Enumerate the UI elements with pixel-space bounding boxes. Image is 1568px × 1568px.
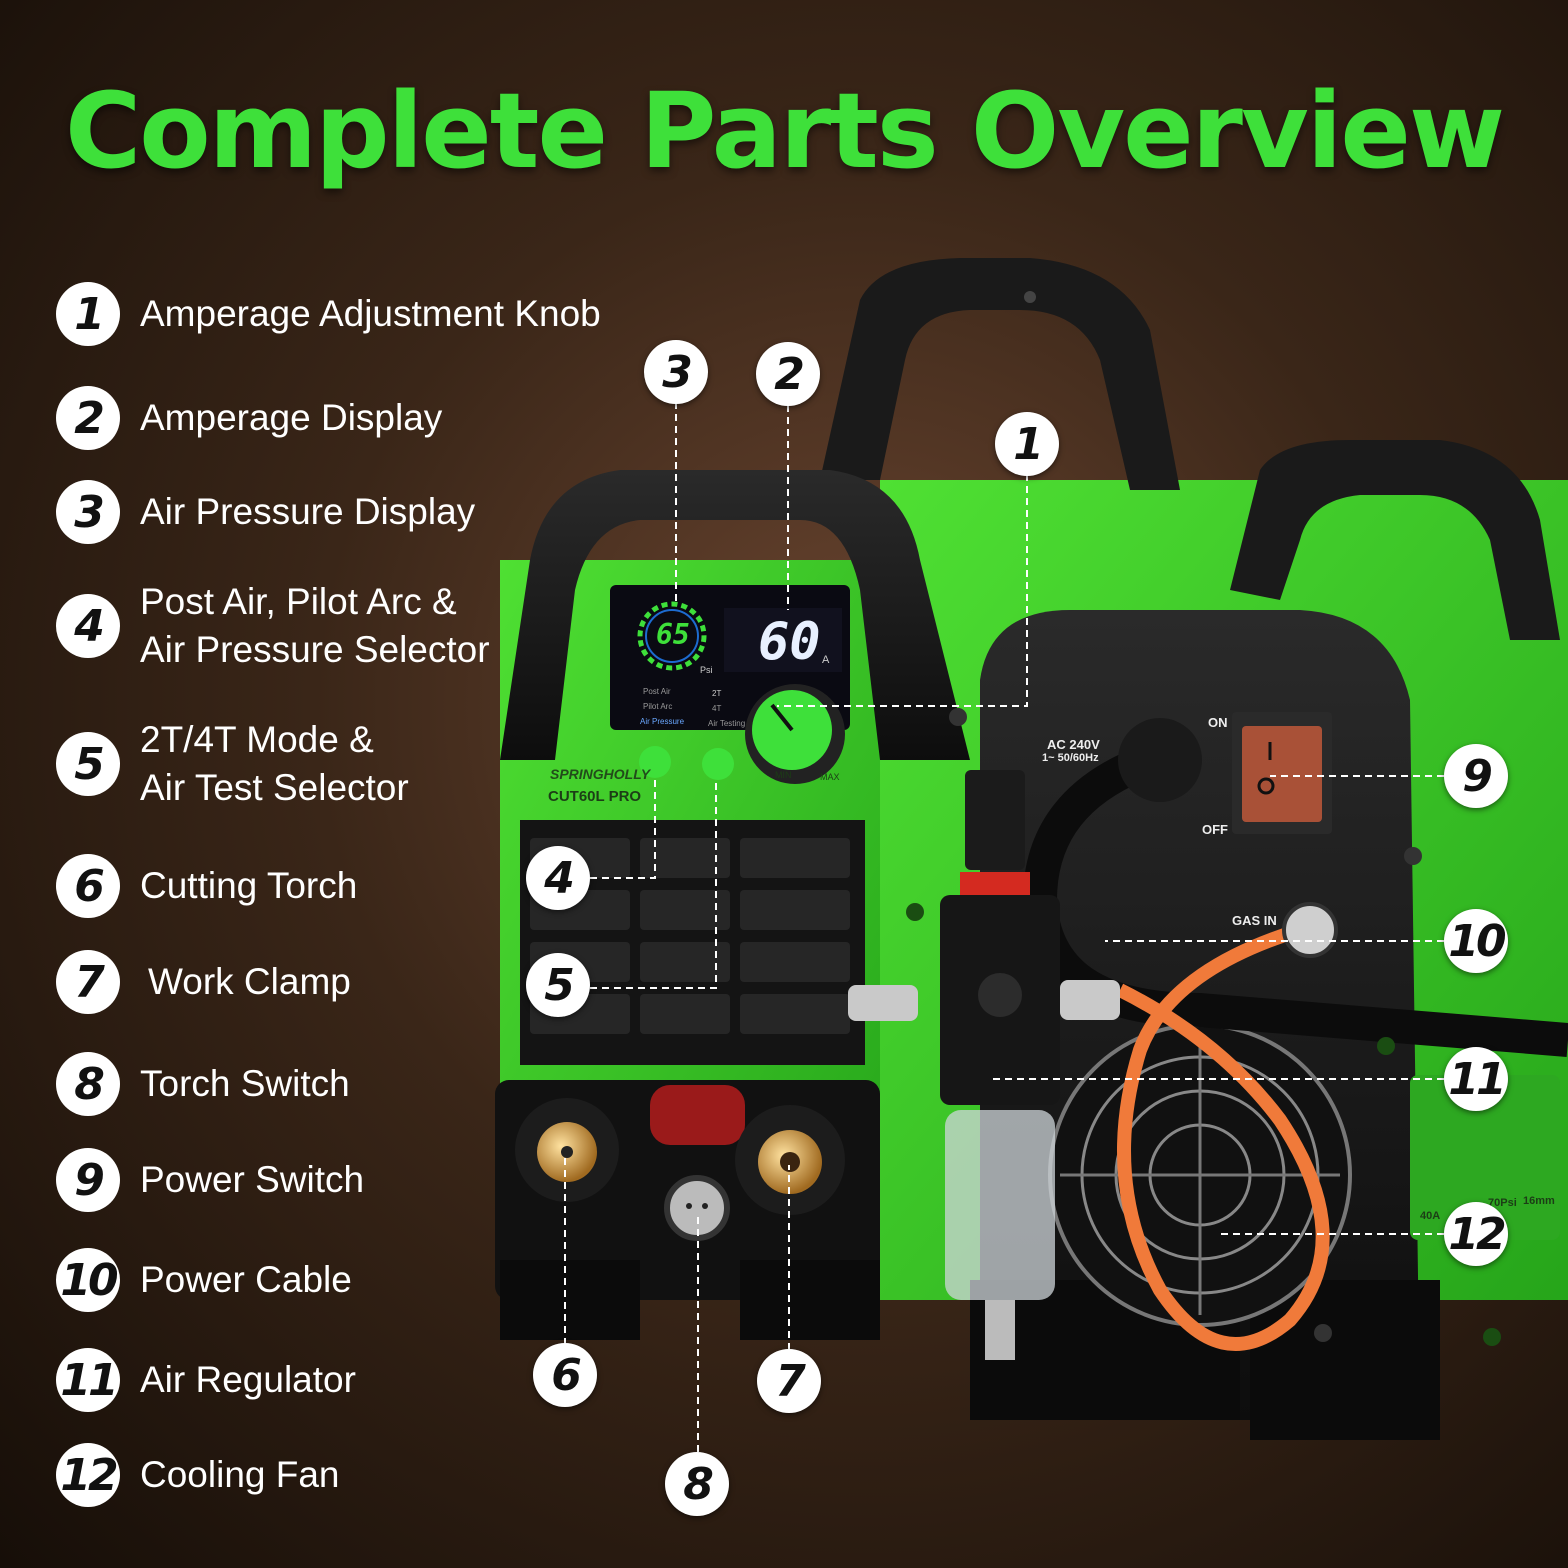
legend-label: 2T/4T Mode & Air Test Selector <box>140 716 409 812</box>
page-title: Complete Parts Overview <box>64 70 1505 192</box>
legend-label: Air Regulator <box>140 1359 356 1400</box>
knob-max-label: MAX <box>820 772 840 782</box>
callout-6: 6 <box>533 1343 597 1407</box>
legend-label-line: Air Pressure Selector <box>140 629 490 670</box>
legend-number: 7 <box>56 950 120 1014</box>
front-handle <box>820 258 1180 490</box>
callout-9: 9 <box>1444 744 1508 808</box>
air-regulator-knob <box>965 770 1025 870</box>
legend-label: Post Air, Pilot Arc & Air Pressure Selec… <box>140 578 490 674</box>
legend-item-7: 7 Work Clamp <box>56 950 351 1014</box>
legend-label: Power Switch <box>140 1159 365 1200</box>
pressure-readout: 65 <box>656 618 690 651</box>
legend-item-9: 9 Power Switch <box>56 1148 364 1212</box>
legend-number: 4 <box>56 594 120 658</box>
menu-air-pressure: Air Pressure <box>640 717 685 726</box>
legend-item-6: 6 Cutting Torch <box>56 854 357 918</box>
model-name: CUT60L PRO <box>548 788 642 805</box>
legend-number: 2 <box>56 386 120 450</box>
water-trap <box>945 1110 1055 1300</box>
callout-11: 11 <box>1444 1047 1508 1111</box>
gas-in-label: GAS IN <box>1232 913 1277 928</box>
callout-7: 7 <box>757 1349 821 1413</box>
legend-label: Torch Switch <box>140 1063 350 1104</box>
legend-number: 12 <box>56 1443 120 1507</box>
leader-4 <box>590 780 656 879</box>
legend-number: 6 <box>56 854 120 918</box>
amperage-readout: 60 <box>758 612 821 672</box>
menu-pilot-arc: Pilot Arc <box>643 702 673 711</box>
spec-16mm: 16mm <box>1523 1195 1555 1207</box>
callout-8: 8 <box>665 1452 729 1516</box>
callout-4: 4 <box>526 846 590 910</box>
legend-item-3: 3 Air Pressure Display <box>56 480 475 544</box>
legend-number: 5 <box>56 732 120 796</box>
pressure-gauge-ring <box>637 601 707 671</box>
legend-number: 9 <box>56 1148 120 1212</box>
power-switch <box>1242 726 1322 822</box>
legend-label: Cutting Torch <box>140 865 358 906</box>
menu-4t: 4T <box>712 704 722 713</box>
legend-label-line: 2T/4T Mode & <box>140 719 374 760</box>
gas-inlet-fitting <box>1282 902 1338 958</box>
rear-handle <box>1230 440 1560 640</box>
legend-number: 1 <box>56 282 120 346</box>
knob-min-label: MIN <box>775 770 792 780</box>
legend-label: Power Cable <box>140 1259 352 1300</box>
legend-label-line: Air Test Selector <box>140 767 409 808</box>
legend-item-10: 10 Power Cable <box>56 1248 352 1312</box>
callout-10: 10 <box>1444 909 1508 973</box>
legend-label-line: Post Air, Pilot Arc & <box>140 581 457 622</box>
legend-label: Air Pressure Display <box>140 491 476 532</box>
legend-item-11: 11 Air Regulator <box>56 1348 356 1412</box>
front-bezel <box>500 470 970 760</box>
legend-item-2: 2 Amperage Display <box>56 386 442 450</box>
torch-switch-socket <box>664 1175 730 1241</box>
leader-1 <box>777 474 1028 707</box>
spec-70psi: 70Psi <box>1488 1197 1517 1209</box>
legend-label: Amperage Adjustment Knob <box>140 293 601 334</box>
rear-frequency-label: 1~ 50/60Hz <box>1042 752 1099 764</box>
legend-item-1: 1 Amperage Adjustment Knob <box>56 282 601 346</box>
callout-5: 5 <box>526 953 590 1017</box>
switch-on-label: ON <box>1208 715 1228 730</box>
menu-air-testing: Air Testing <box>708 719 746 728</box>
legend-label: Amperage Display <box>140 397 443 438</box>
legend-number: 11 <box>56 1348 120 1412</box>
legend-label: Work Clamp <box>148 961 351 1002</box>
legend-item-5: 5 2T/4T Mode & Air Test Selector <box>56 716 409 812</box>
legend-item-8: 8 Torch Switch <box>56 1052 350 1116</box>
selector-button-4 <box>639 746 671 778</box>
brand-logo: SPRINGHOLLY <box>550 766 651 782</box>
air-hose <box>1116 923 1330 1351</box>
spec-40a: 40A <box>1420 1210 1441 1222</box>
spec-label-panel <box>1410 1075 1560 1240</box>
switch-off-label: OFF <box>1202 822 1228 837</box>
legend-item-4: 4 Post Air, Pilot Arc & Air Pressure Sel… <box>56 578 490 674</box>
callout-3: 3 <box>644 340 708 404</box>
callout-1: 1 <box>995 412 1059 476</box>
menu-2t: 2T <box>712 689 722 698</box>
red-cap <box>650 1085 745 1145</box>
legend-number: 3 <box>56 480 120 544</box>
rear-voltage-label: AC 240V <box>1047 737 1100 752</box>
pressure-unit: Psi <box>700 665 713 675</box>
legend-number: 8 <box>56 1052 120 1116</box>
amperage-unit: A <box>822 654 830 666</box>
legend-label: Cooling Fan <box>140 1454 340 1495</box>
menu-post-air: Post Air <box>643 687 671 696</box>
callout-2: 2 <box>756 342 820 406</box>
leader-5 <box>590 782 717 989</box>
selector-button-5 <box>702 748 734 780</box>
legend-item-12: 12 Cooling Fan <box>56 1443 340 1507</box>
legend-number: 10 <box>56 1248 120 1312</box>
callout-12: 12 <box>1444 1202 1508 1266</box>
